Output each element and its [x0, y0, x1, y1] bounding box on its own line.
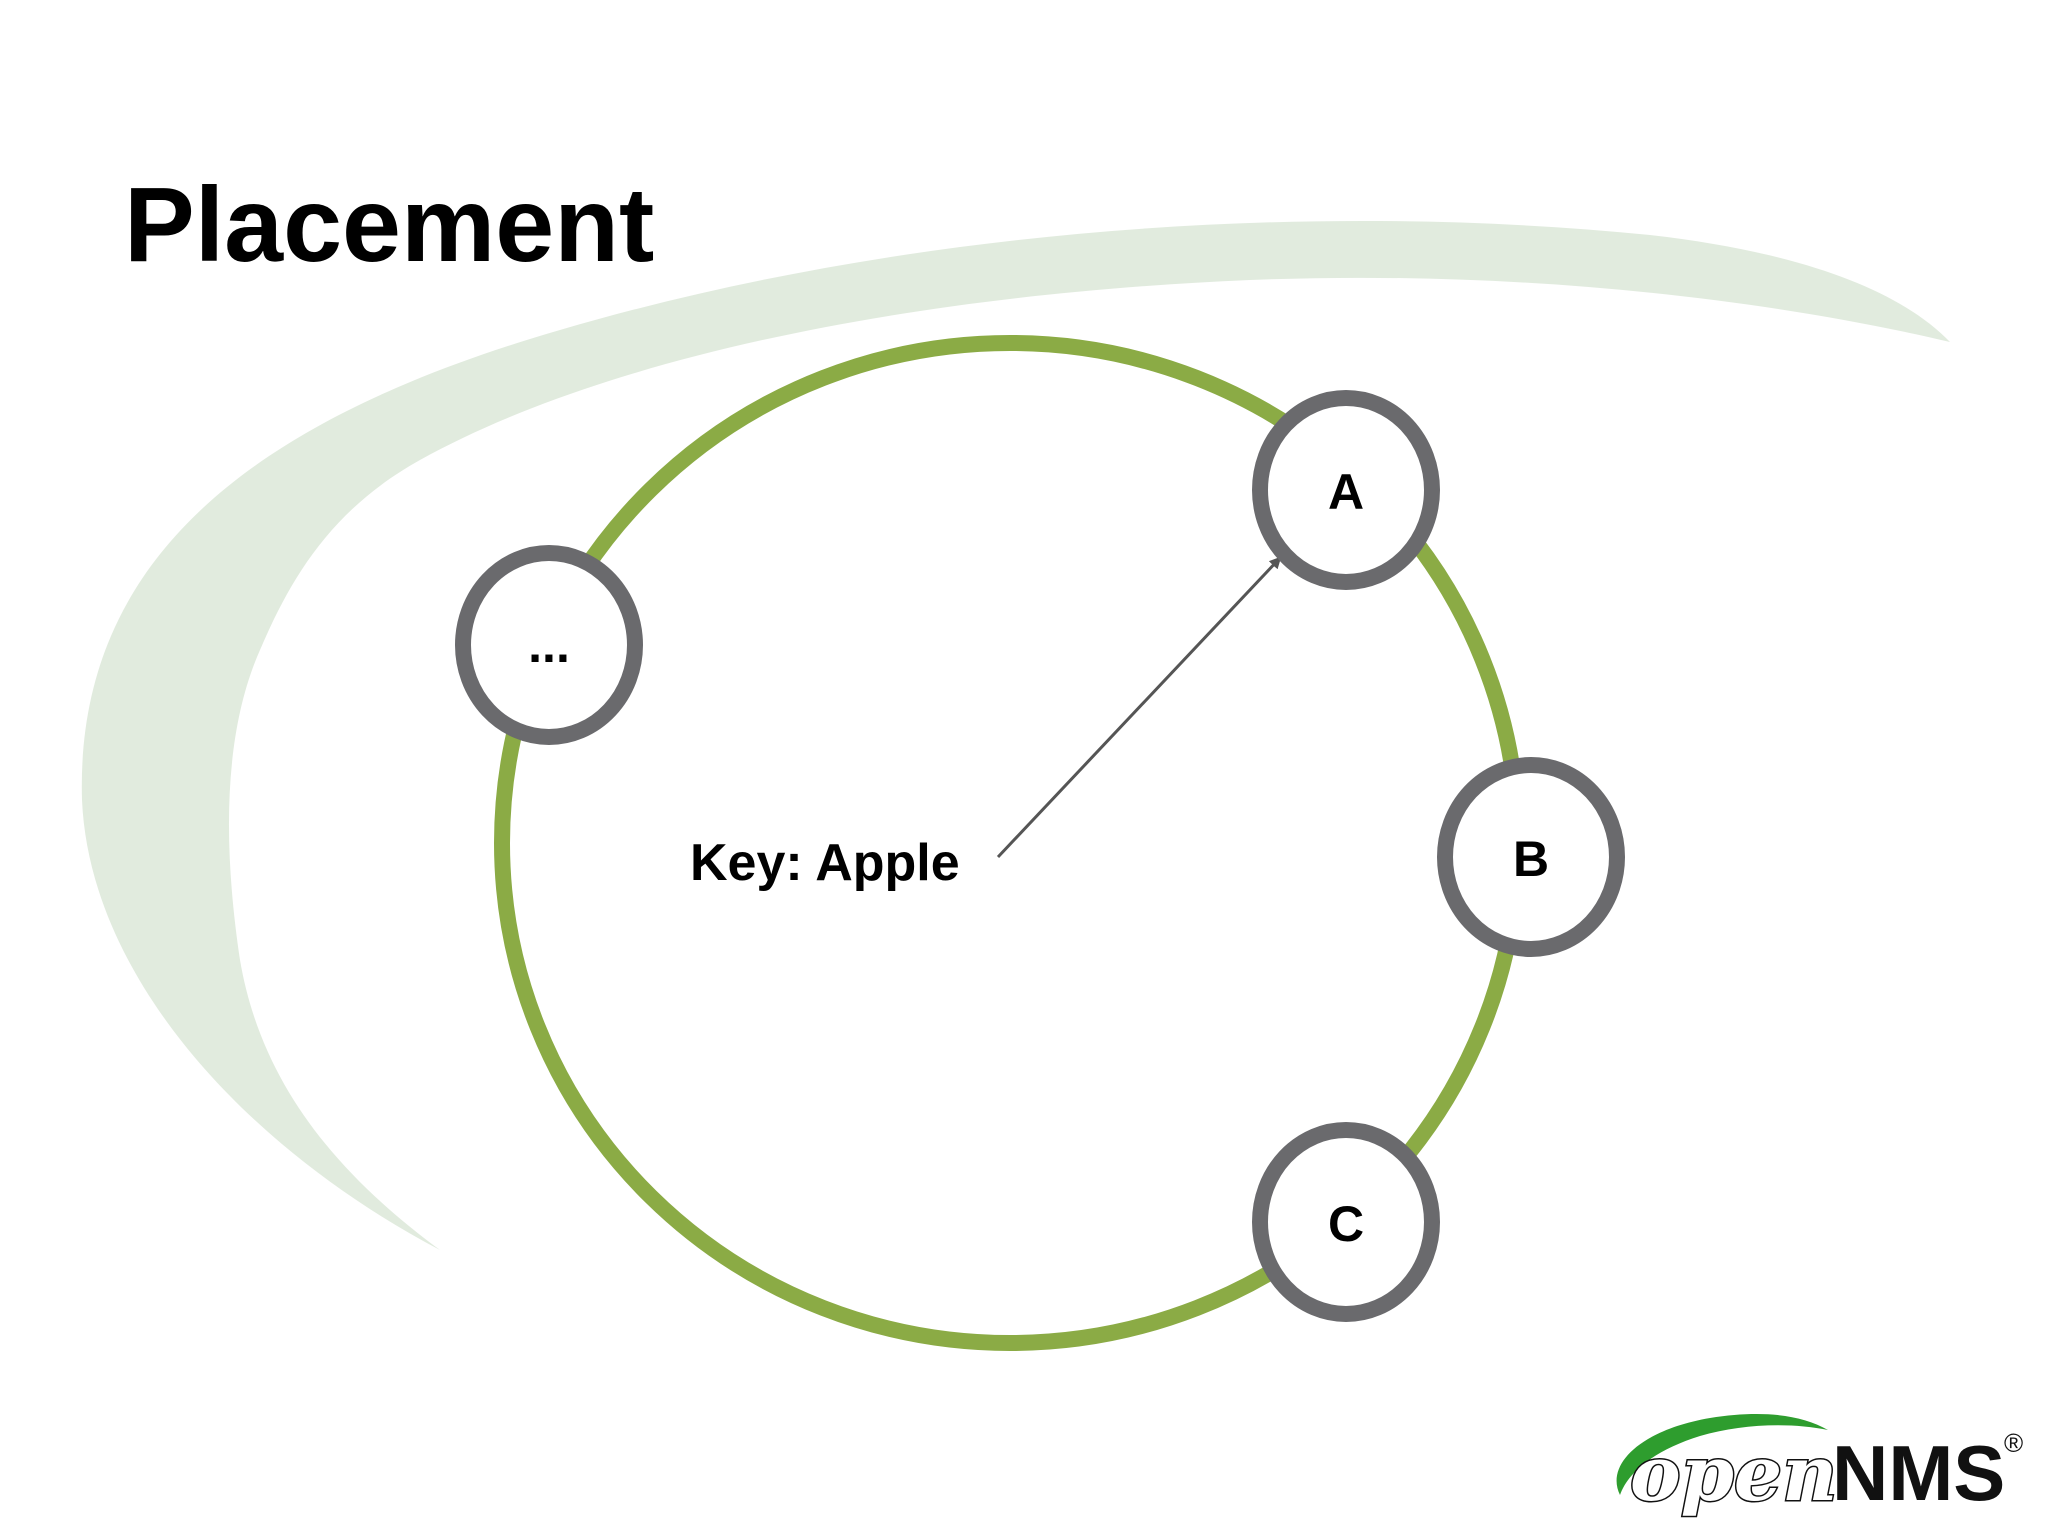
node-b-label: B — [1513, 831, 1549, 887]
opennms-logo: open NMS ® — [1616, 1414, 2023, 1520]
node-more-label: ... — [528, 617, 570, 673]
logo-registered-mark: ® — [2004, 1428, 2023, 1458]
node-a: A — [1252, 390, 1440, 590]
node-b: B — [1437, 757, 1625, 957]
logo-swoosh-icon — [1616, 1414, 1828, 1495]
slide-title: Placement — [124, 166, 655, 284]
logo-open-text: open — [1630, 1429, 1837, 1518]
logo-nms-text: NMS — [1832, 1429, 2005, 1517]
node-a-label: A — [1328, 464, 1364, 520]
key-label: Key: Apple — [690, 834, 960, 892]
key-arrow — [996, 556, 1282, 859]
node-more: ... — [455, 545, 643, 745]
node-c: C — [1252, 1122, 1440, 1322]
node-c-label: C — [1328, 1196, 1364, 1252]
